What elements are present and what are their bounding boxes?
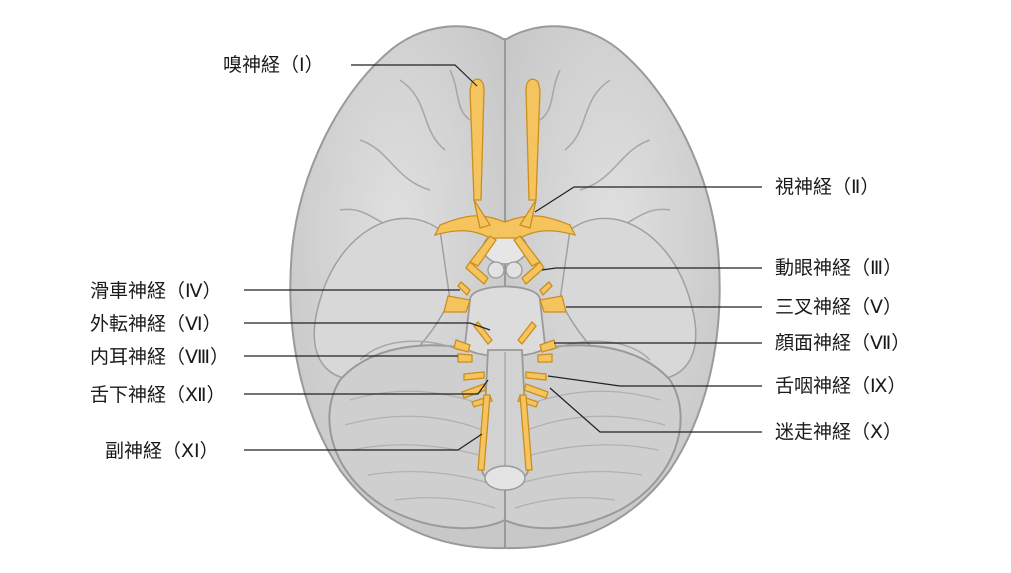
facial-nerve-left	[453, 339, 471, 353]
olfactory-nerve-left	[469, 78, 485, 201]
cerebellum	[328, 340, 682, 530]
leader-vagus	[549, 387, 762, 433]
label-glossopharyngeal: 舌咽神経（Ⅸ）	[775, 375, 907, 397]
optic-chiasm	[433, 215, 577, 239]
pons	[464, 285, 546, 358]
trigeminal-nerve-left	[443, 295, 471, 313]
label-hypoglossal: 舌下神経（Ⅻ）	[90, 384, 226, 406]
leader-abducens	[244, 322, 491, 331]
label-vestibulocochlear: 内耳神経（Ⅷ）	[90, 346, 230, 368]
trochlear-nerve-left	[457, 281, 471, 297]
leader-accessory	[244, 433, 483, 451]
oculomotor-nerve-right	[521, 261, 545, 285]
trigeminal-nerve-right	[539, 295, 567, 313]
spinal-cord-section	[484, 465, 526, 491]
label-facial: 顔面神経（Ⅶ）	[775, 332, 911, 354]
accessory-nerve-left	[477, 394, 491, 471]
leader-lines	[244, 64, 762, 451]
label-accessory: 副神経（ⅩⅠ）	[105, 440, 219, 462]
label-abducens: 外転神経（Ⅵ）	[90, 313, 222, 335]
oculomotor-nerve-left	[465, 261, 489, 285]
trochlear-nerve-right	[539, 281, 553, 297]
vagus-nerve-right	[523, 383, 549, 399]
vestibulocochlear-nerve-right	[537, 353, 553, 363]
leader-optic	[534, 186, 762, 213]
label-trochlear: 滑車神経（Ⅳ）	[90, 280, 222, 302]
right-cerebellum	[504, 344, 682, 530]
olfactory-nerve-right	[525, 78, 541, 201]
label-trigeminal: 三叉神経（Ⅴ）	[775, 296, 902, 318]
label-olfactory: 嗅神経（Ⅰ）	[223, 54, 324, 76]
leader-oculomotor	[541, 267, 762, 271]
vestibulocochlear-nerve-left	[457, 353, 473, 363]
glossopharyngeal-nerve-right	[525, 371, 547, 381]
abducens-nerve-right	[517, 321, 537, 345]
accessory-nerve-right	[519, 394, 533, 471]
facial-nerve-right	[539, 339, 557, 353]
label-vagus: 迷走神経（Ⅹ）	[775, 421, 903, 443]
mammillary-body-right	[505, 261, 523, 279]
label-optic: 視神経（Ⅱ）	[775, 176, 880, 198]
glossopharyngeal-nerve-left	[463, 371, 485, 381]
leader-olfactory	[351, 64, 478, 87]
left-cerebellum	[328, 344, 506, 530]
leader-hypoglossal	[244, 379, 489, 395]
label-oculomotor: 動眼神経（Ⅲ）	[775, 257, 903, 279]
mammillary-body-left	[487, 261, 505, 279]
cranial-nerves	[433, 78, 577, 471]
leader-glossopharyngeal	[547, 375, 762, 387]
